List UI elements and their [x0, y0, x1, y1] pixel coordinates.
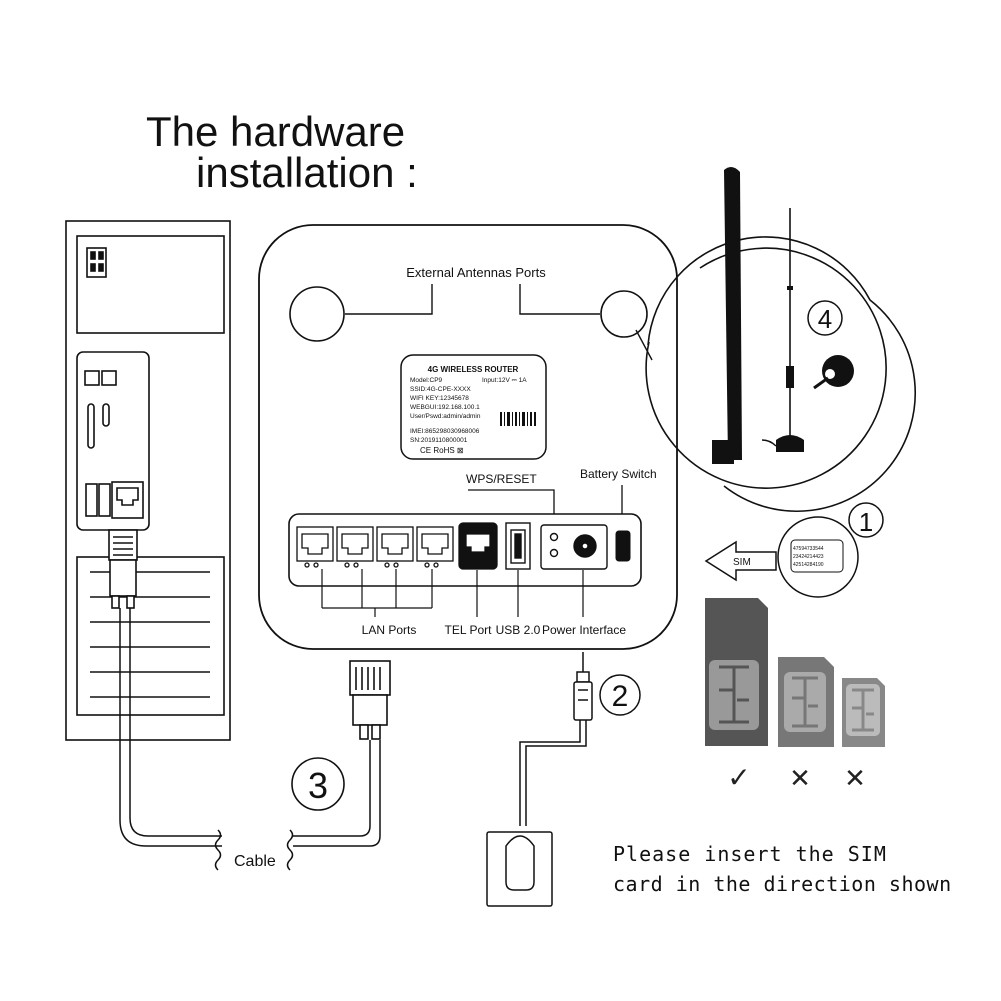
svg-text:4G WIRELESS ROUTER: 4G WIRELESS ROUTER	[428, 365, 519, 374]
sim-card-standard	[705, 598, 768, 746]
computer-tower	[65, 220, 231, 741]
wrong-size-x-icon-1: ✕	[789, 763, 811, 793]
svg-text:WEBGUI:192.168.100.1: WEBGUI:192.168.100.1	[410, 404, 480, 411]
sim-note-line-2: card in the direction shown	[613, 872, 952, 896]
tel-port-label: TEL Port	[445, 623, 493, 637]
battery-switch	[615, 530, 631, 562]
antenna-callout	[635, 166, 917, 512]
svg-text:1: 1	[859, 507, 873, 537]
step-3-badge: 3	[291, 757, 345, 811]
power-interface-block	[540, 524, 608, 570]
title-line-1: The hardware	[146, 108, 405, 155]
svg-text:4: 4	[818, 304, 832, 334]
antenna-port-left	[289, 286, 345, 342]
lan-port-3	[376, 526, 414, 568]
svg-text:SN:2019110800001: SN:2019110800001	[410, 437, 468, 444]
cable-label: Cable	[234, 853, 276, 870]
svg-text:CE RoHS ⊠: CE RoHS ⊠	[420, 446, 464, 455]
usb-port	[505, 522, 531, 570]
svg-text:Model:CP9: Model:CP9	[410, 377, 443, 384]
svg-text:WIFI KEY:12345678: WIFI KEY:12345678	[410, 395, 469, 402]
wps-button	[549, 532, 559, 542]
rubber-antenna	[724, 166, 742, 460]
battery-switch-label: Battery Switch	[580, 467, 657, 481]
svg-text:User/Pswd:admin/admin: User/Pswd:admin/admin	[410, 413, 481, 420]
lan-port-2	[336, 526, 374, 568]
sim-card-callout: 47594733544 23424214423 42514284190	[777, 516, 859, 598]
power-adapter	[486, 652, 593, 907]
svg-text:2: 2	[612, 680, 629, 713]
barcode	[500, 412, 536, 426]
wrong-size-x-icon-2: ✕	[844, 763, 866, 793]
reset-button	[549, 548, 559, 558]
svg-text:23424214423: 23424214423	[793, 554, 824, 560]
computer-lan-port	[111, 481, 144, 519]
svg-text:3: 3	[308, 765, 328, 806]
router-port-panel	[288, 513, 642, 587]
lan-port-1	[296, 526, 334, 568]
antenna-port-right	[600, 290, 648, 338]
computer-ethernet-plug	[108, 529, 138, 609]
correct-size-check-icon: ✓	[727, 762, 750, 793]
sim-card-micro	[778, 657, 834, 747]
tel-port	[458, 522, 498, 570]
svg-text:SSID:4G-CPE-XXXX: SSID:4G-CPE-XXXX	[410, 386, 471, 393]
step-1-badge: 1	[848, 502, 884, 538]
title-line-2: installation :	[196, 149, 418, 196]
power-interface-label: Power Interface	[542, 623, 626, 637]
svg-text:Input:12V ⎓ 1A: Input:12V ⎓ 1A	[482, 377, 527, 384]
svg-text:SIM: SIM	[733, 557, 751, 568]
wps-reset-label: WPS/RESET	[466, 472, 537, 486]
antenna-ports-label: External Antennas Ports	[406, 265, 546, 280]
svg-text:IMEI:865298030968006: IMEI:865298030968006	[410, 428, 480, 435]
sim-note-line-1: Please insert the SIM	[613, 842, 887, 866]
svg-text:47594733544: 47594733544	[793, 546, 824, 552]
svg-text:42514284190: 42514284190	[793, 562, 824, 568]
ethernet-cable	[119, 608, 381, 871]
step-2-badge: 2	[599, 674, 641, 716]
router-ethernet-plug	[349, 660, 391, 740]
router-label-sticker: 4G WIRELESS ROUTER Model:CP9 Input:12V ⎓…	[400, 354, 547, 460]
sim-card-nano	[842, 678, 885, 747]
lan-ports-label: LAN Ports	[362, 623, 417, 637]
lan-port-4	[416, 526, 454, 568]
usb-label: USB 2.0	[496, 623, 541, 637]
power-socket-icon	[86, 247, 107, 278]
sim-insert-arrow: SIM	[704, 540, 777, 582]
step-4-badge: 4	[807, 300, 843, 336]
lan-bracket	[321, 569, 433, 617]
